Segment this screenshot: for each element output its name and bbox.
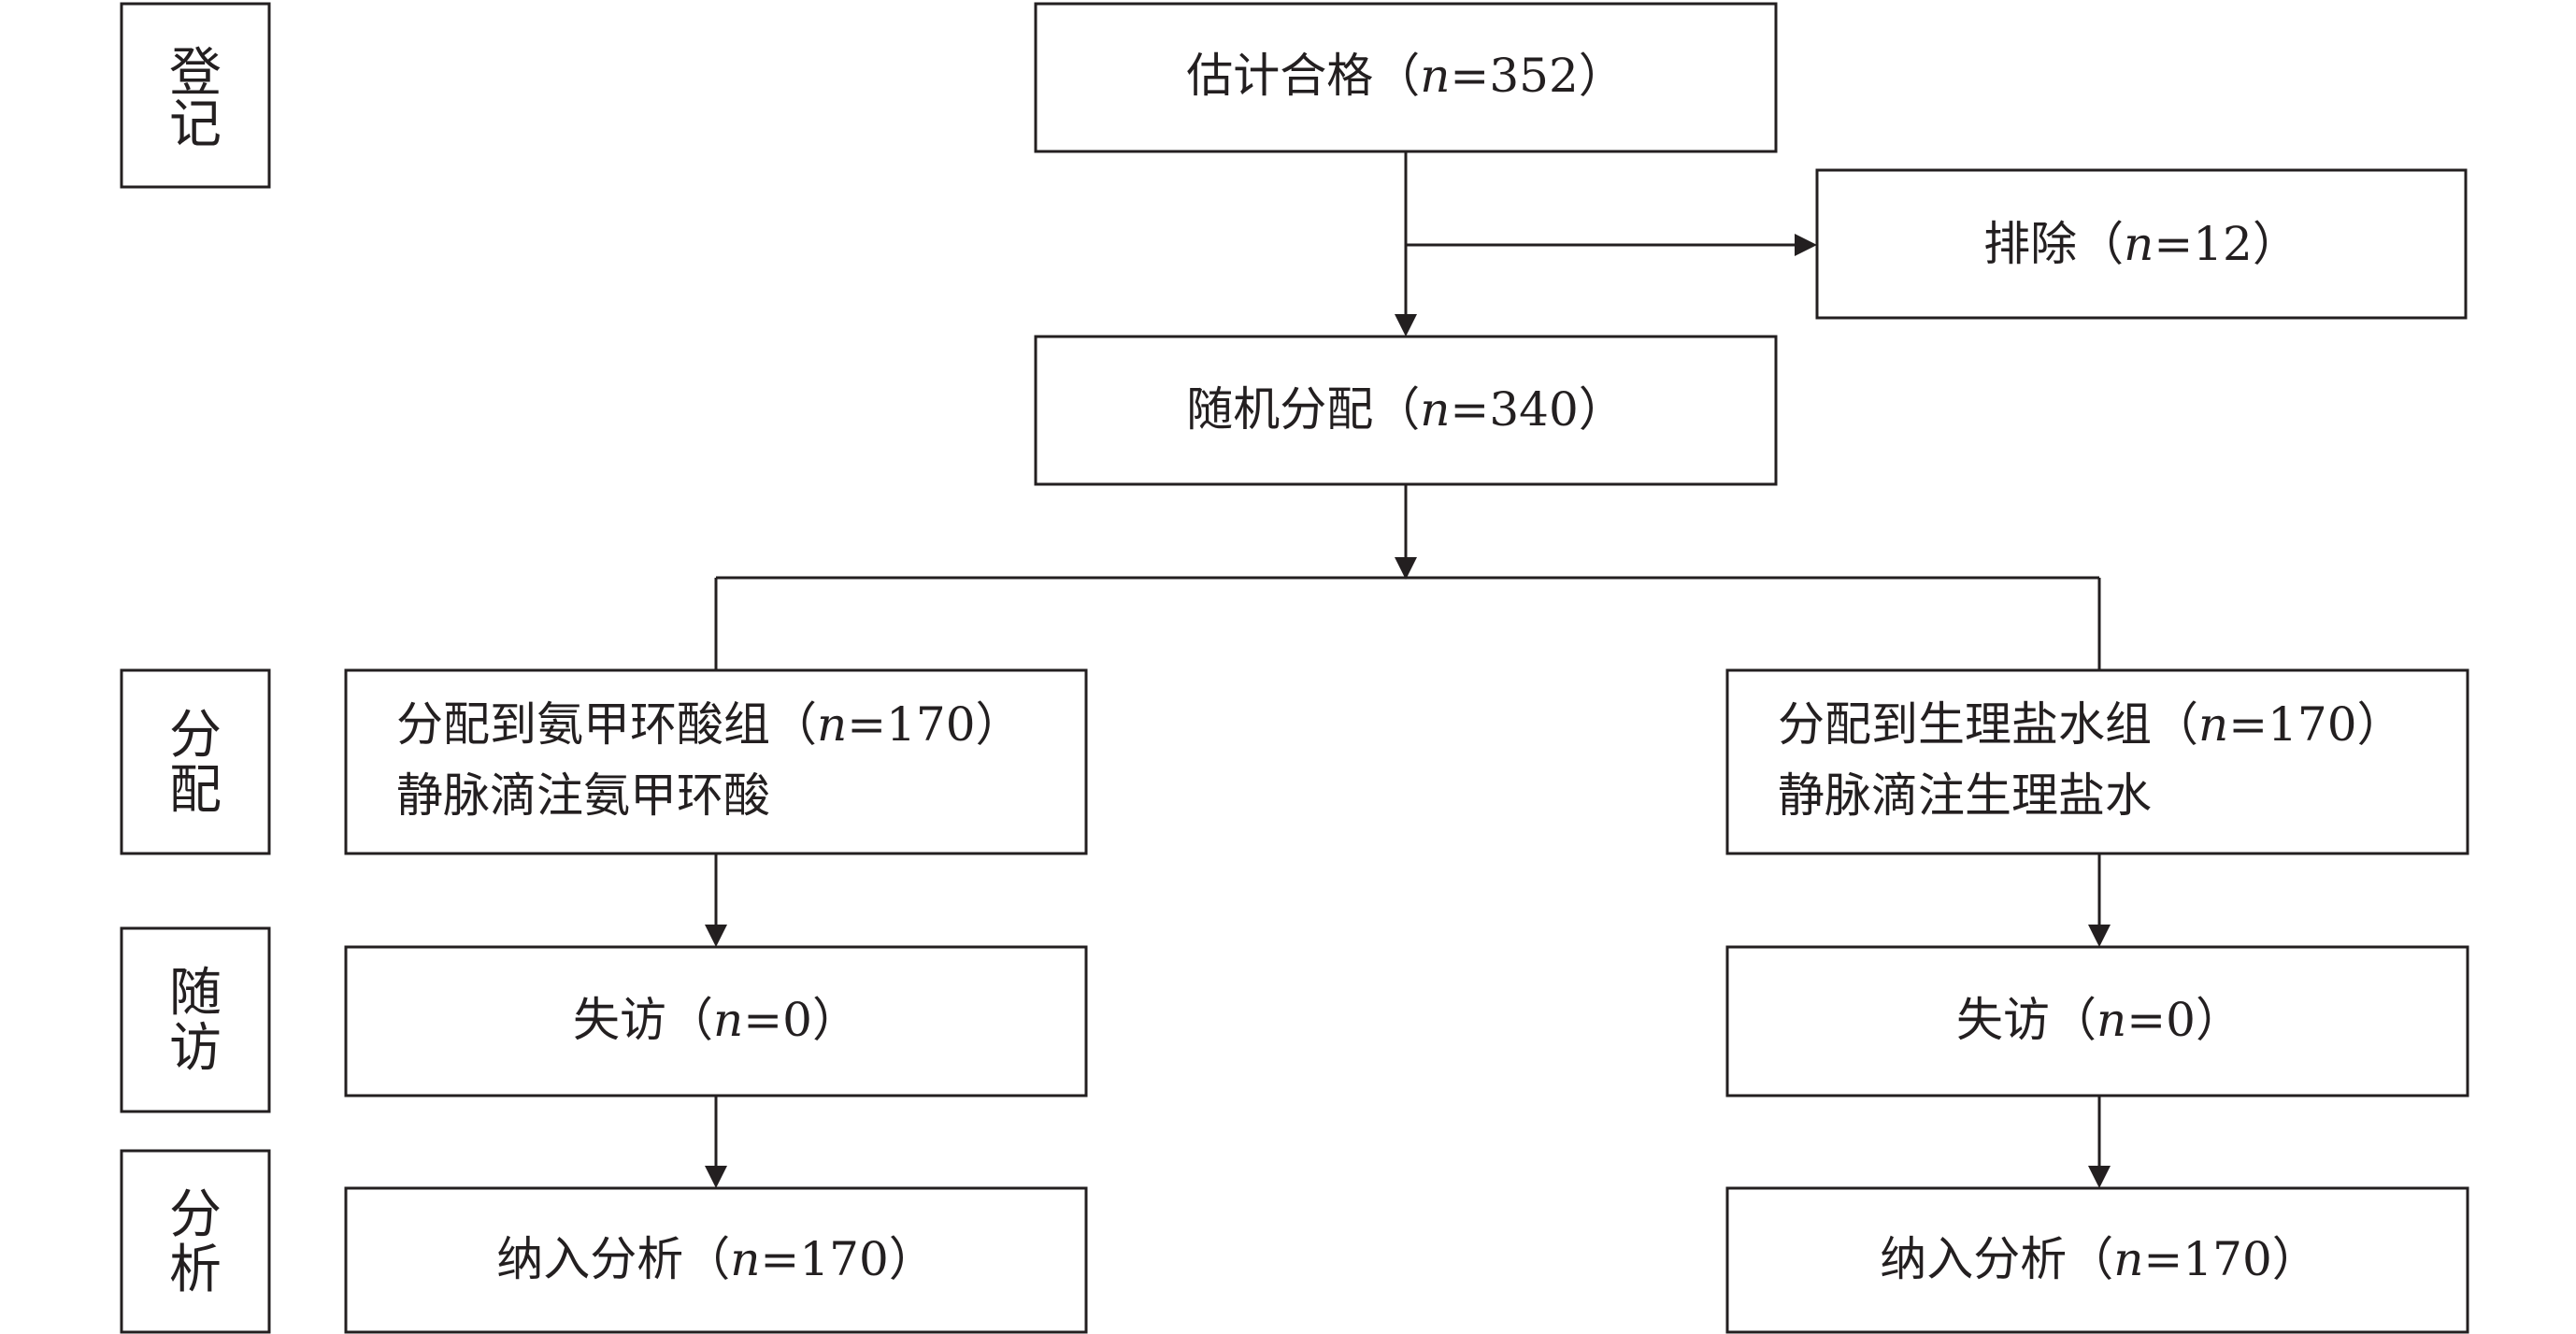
arrowhead-split bbox=[1395, 557, 1417, 580]
box-txa-lost: 失访（n=0） bbox=[344, 945, 1088, 1097]
box-saline-analyzed-label: 纳入分析（n=170） bbox=[1880, 1232, 2319, 1286]
arrowhead-saline-analyzed bbox=[2088, 1166, 2111, 1188]
box-excluded: 排除（n=12） bbox=[1815, 168, 2468, 320]
box-saline-analyzed: 纳入分析（n=170） bbox=[1725, 1186, 2469, 1334]
box-excluded-label: 排除（n=12） bbox=[1983, 217, 2299, 271]
box-saline-group-line1: 分配到生理盐水组（n=170） bbox=[1778, 697, 2404, 752]
stage-followup: 随 访 bbox=[120, 926, 271, 1113]
stage-followup-char-2: 访 bbox=[169, 1018, 222, 1079]
box-txa-group-line1: 分配到氨甲环酸组（n=170） bbox=[396, 697, 1023, 752]
box-randomized: 随机分配（n=340） bbox=[1034, 335, 1778, 486]
box-txa-analyzed: 纳入分析（n=170） bbox=[344, 1186, 1088, 1334]
stage-allocation-char-2: 配 bbox=[169, 760, 222, 821]
stage-followup-char-1: 随 bbox=[169, 963, 222, 1024]
stage-allocation: 分 配 bbox=[120, 668, 271, 855]
box-txa-lost-label: 失访（n=0） bbox=[573, 993, 859, 1047]
box-randomized-label: 随机分配（n=340） bbox=[1186, 382, 1625, 437]
arrowhead-excluded bbox=[1795, 234, 1817, 256]
box-txa-analyzed-label: 纳入分析（n=170） bbox=[496, 1232, 936, 1286]
stage-allocation-char-1: 分 bbox=[169, 705, 222, 766]
box-saline-group: 分配到生理盐水组（n=170） 静脉滴注生理盐水 bbox=[1725, 668, 2469, 855]
arrowhead-txa-lost bbox=[705, 925, 727, 947]
box-txa-group: 分配到氨甲环酸组（n=170） 静脉滴注氨甲环酸 bbox=[344, 668, 1088, 855]
box-eligible: 估计合格（n=352） bbox=[1034, 2, 1778, 153]
arrowhead-txa-analyzed bbox=[705, 1166, 727, 1188]
arrowhead-saline-lost bbox=[2088, 925, 2111, 947]
stage-enrollment-char-1: 登 bbox=[169, 43, 222, 104]
connectors bbox=[705, 151, 2111, 1188]
arrowhead-randomized bbox=[1395, 314, 1417, 337]
stage-analysis: 分 析 bbox=[120, 1149, 271, 1334]
stage-enrollment: 登 记 bbox=[120, 2, 271, 189]
stage-enrollment-char-2: 记 bbox=[169, 94, 222, 155]
box-saline-lost: 失访（n=0） bbox=[1725, 945, 2469, 1097]
stage-analysis-char-1: 分 bbox=[169, 1184, 222, 1245]
box-saline-group-line2: 静脉滴注生理盐水 bbox=[1778, 768, 2152, 823]
box-eligible-label: 估计合格（n=352） bbox=[1186, 49, 1625, 103]
box-txa-group-line2: 静脉滴注氨甲环酸 bbox=[396, 768, 770, 823]
stage-analysis-char-2: 析 bbox=[169, 1240, 222, 1300]
box-saline-lost-label: 失访（n=0） bbox=[1956, 993, 2242, 1047]
